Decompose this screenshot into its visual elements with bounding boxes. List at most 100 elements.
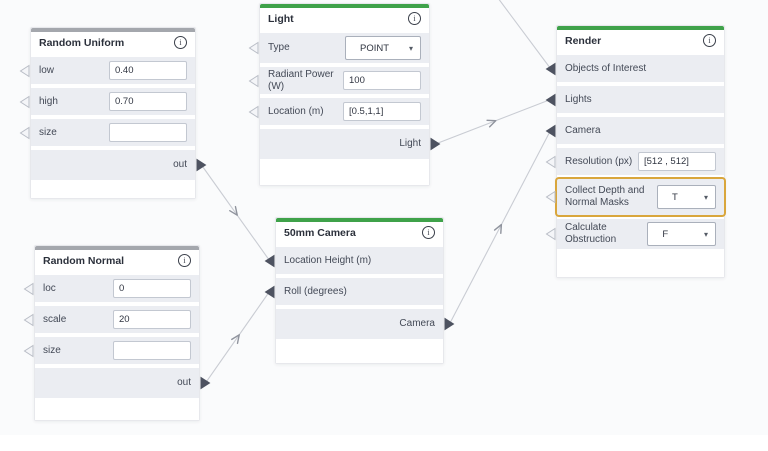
field-label: Calculate Obstruction [565,222,617,245]
field-label: Location (m) [268,105,324,117]
field-input[interactable] [109,92,187,111]
field-label: Lights [565,93,592,105]
edge-connection[interactable] [205,291,270,384]
input-port[interactable] [545,62,556,76]
node-color-bar [31,28,195,32]
node-random-normal[interactable]: Random Normal i loc scale size out [23,245,211,421]
field-label: Radiant Power (W) [268,68,334,92]
dropdown-value: F [662,228,669,240]
chevron-down-icon: ▾ [703,192,708,202]
info-icon[interactable]: i [703,34,716,47]
edge-direction-arrow-icon [493,223,503,235]
output-row-camera: Camera [276,309,455,339]
field-label: Collect Depth and Normal Masks [565,185,645,208]
type-dropdown[interactable]: POINT ▾ [345,36,421,60]
input-port[interactable] [248,105,259,119]
field-row-low: low [19,57,195,84]
input-port[interactable] [545,93,556,107]
node-render[interactable]: Render i Objects of Interest Lights Came… [545,25,725,278]
input-port[interactable] [545,227,556,241]
node-color-bar [276,218,443,222]
node-color-bar [260,4,429,8]
edge-connection[interactable] [489,0,551,69]
output-label: out [173,159,187,170]
edge-layer [201,0,551,384]
field-input[interactable] [343,71,421,90]
input-port[interactable] [248,41,259,55]
field-row-collect-depth-masks: Collect Depth and Normal Masks T ▾ [545,179,724,215]
edge-connection[interactable] [201,164,270,261]
field-row-objects-of-interest: Objects of Interest [545,55,724,82]
input-port[interactable] [248,74,259,88]
node-footer [31,180,195,198]
dropdown-value: POINT [360,42,390,54]
field-row-camera: Camera [545,117,724,144]
field-row-location-height: Location Height (m) [264,247,443,274]
field-row-loc: loc [23,275,199,302]
node-title: Light [268,12,294,25]
input-port[interactable] [545,190,556,204]
input-port[interactable] [545,155,556,169]
output-label: out [177,377,191,388]
output-port[interactable] [196,158,207,172]
chevron-down-icon: ▾ [408,43,413,53]
dropdown-value: T [672,191,678,203]
output-row-out: out [35,368,211,398]
info-icon[interactable]: i [422,226,435,239]
field-label: Roll (degrees) [284,285,347,297]
node-random-uniform[interactable]: Random Uniform i low high size out [19,27,207,199]
input-port[interactable] [545,124,556,138]
info-icon[interactable]: i [178,254,191,267]
node-title: Random Normal [43,254,125,267]
input-port[interactable] [23,313,34,327]
field-label: scale [43,313,67,325]
node-graph-canvas[interactable]: Random Uniform i low high size out Rando… [0,0,768,435]
field-label: Camera [565,124,601,136]
field-label: Location Height (m) [284,254,372,266]
field-row-location: Location (m) [248,98,429,125]
field-input[interactable] [113,341,191,360]
field-row-size: size [19,119,195,146]
collect-depth-dropdown[interactable]: T ▾ [657,185,716,209]
output-port[interactable] [444,317,455,331]
input-port[interactable] [23,344,34,358]
input-port[interactable] [19,64,30,78]
edge-connection[interactable] [449,130,551,325]
output-port[interactable] [200,376,211,390]
node-50mm-camera[interactable]: 50mm Camera i Location Height (m) Roll (… [264,217,455,364]
input-port[interactable] [23,282,34,296]
info-icon[interactable]: i [174,36,187,49]
input-port[interactable] [264,285,275,299]
field-row-roll: Roll (degrees) [264,278,443,305]
field-label: high [39,95,58,107]
field-row-calculate-obstruction: Calculate Obstruction F ▾ [545,219,724,249]
input-port[interactable] [264,254,275,268]
node-footer [557,249,724,277]
output-row-out: out [31,150,207,180]
output-port[interactable] [430,137,441,151]
field-row-size: size [23,337,199,364]
field-input[interactable] [109,123,187,142]
calculate-obstruction-dropdown[interactable]: F ▾ [647,222,716,246]
field-label: Resolution (px) [565,155,633,167]
field-input[interactable] [113,310,191,329]
output-label: Light [399,138,421,149]
edge-direction-arrow-icon [486,119,497,128]
node-light[interactable]: Light i Type POINT ▾ Radiant Power (W) L… [248,3,441,186]
info-icon[interactable]: i [408,12,421,25]
field-row-resolution: Resolution (px) [545,148,724,175]
edge-direction-arrow-icon [231,334,240,345]
field-label: loc [43,282,56,294]
field-input[interactable] [109,61,187,80]
field-input[interactable] [343,102,421,121]
field-row-lights: Lights [545,86,724,113]
field-input[interactable] [113,279,191,298]
node-color-bar [35,246,199,250]
field-row-scale: scale [23,306,199,333]
node-title: Render [565,34,602,47]
field-input[interactable] [638,152,716,171]
chevron-down-icon: ▾ [703,229,708,239]
edge-connection[interactable] [435,98,551,145]
input-port[interactable] [19,95,30,109]
input-port[interactable] [19,126,30,140]
